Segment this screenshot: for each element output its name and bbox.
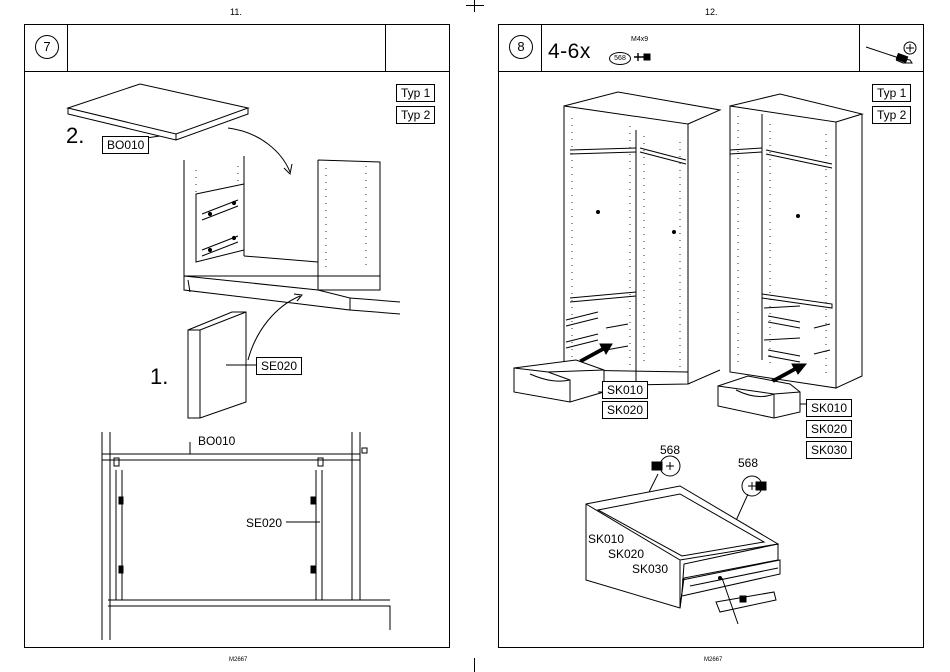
part-label-se020: SE020 xyxy=(256,357,302,375)
drawer-label-sk020: SK020 xyxy=(806,420,852,438)
footer-code-left: M2667 xyxy=(229,657,247,663)
step-marker-1: 1. xyxy=(150,364,168,390)
drawer-text-sk010: SK010 xyxy=(588,532,624,546)
screw-callout-568: 568 xyxy=(738,456,758,470)
type-tag-2: Typ 2 xyxy=(396,106,435,124)
phillips-head-icon xyxy=(904,42,916,54)
drawer-label-sk010: SK010 xyxy=(806,399,852,417)
drawer-label-sk020: SK020 xyxy=(602,401,648,419)
drawer-text-sk030: SK030 xyxy=(632,562,668,576)
part-label-bo010: BO010 xyxy=(102,136,149,154)
drawer-label-sk010: SK010 xyxy=(602,381,648,399)
screwdriver-icon xyxy=(866,47,912,63)
detail-label-se020: SE020 xyxy=(246,516,282,530)
screw-callout-568: 568 xyxy=(660,443,680,457)
drawer-text-sk020: SK020 xyxy=(608,547,644,561)
screw-icon xyxy=(634,53,650,61)
detail-label-bo010: BO010 xyxy=(198,434,235,448)
type-tag-2: Typ 2 xyxy=(872,106,911,124)
drawer-label-sk030: SK030 xyxy=(806,441,852,459)
footer-code-right: M2667 xyxy=(704,657,722,663)
step-marker-2: 2. xyxy=(66,123,84,149)
type-tag-1: Typ 1 xyxy=(872,84,911,102)
type-tag-1: Typ 1 xyxy=(396,84,435,102)
